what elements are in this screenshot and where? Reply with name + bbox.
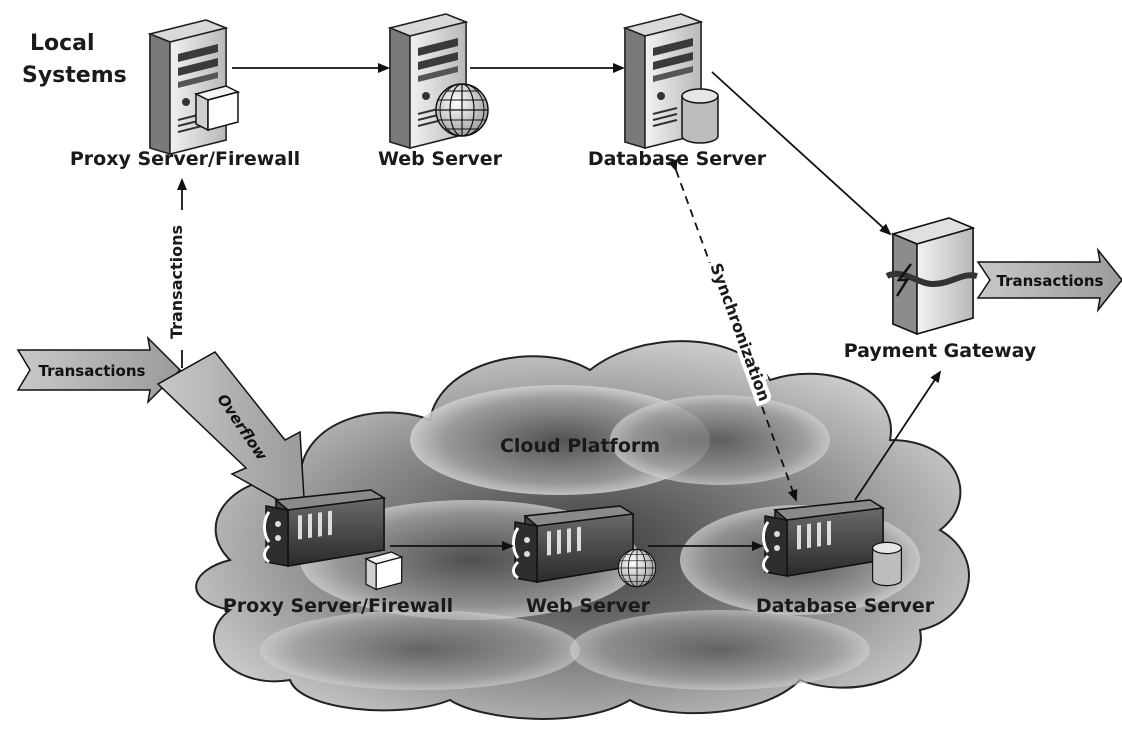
transactions-out-arrow: [976, 247, 1122, 313]
transactions-in-label: Transactions: [39, 362, 146, 380]
cloud-database-server-label: Database Server: [756, 595, 935, 617]
arrow-local-db-to-gateway: [711, 71, 892, 236]
local-web-server-label: Web Server: [378, 148, 503, 170]
local-proxy-server-icon: [149, 19, 239, 155]
overflow-arrow: [156, 351, 306, 517]
arrow-synchronization: [667, 158, 798, 502]
local-proxy-server-label: Proxy Server/Firewall: [70, 148, 300, 170]
local-web-server-icon: [389, 13, 489, 149]
cloud-platform-label: Cloud Platform: [500, 435, 660, 457]
arrow-cloud-db-to-gateway: [854, 370, 942, 501]
local-systems-label-line1: Local: [30, 31, 95, 56]
local-database-server-icon: [624, 13, 719, 149]
local-systems-label-line2: Systems: [22, 63, 127, 88]
transactions-out-label: Transactions: [997, 272, 1104, 290]
transactions-in-arrow: [16, 335, 182, 405]
transactions-up-label: Transactions: [167, 225, 186, 339]
local-database-server-label: Database Server: [588, 148, 767, 170]
payment-gateway-icon: [885, 217, 978, 336]
cloud-web-server-label: Web Server: [526, 595, 651, 617]
cloud-proxy-server-label: Proxy Server/Firewall: [223, 595, 453, 617]
payment-gateway-label: Payment Gateway: [844, 340, 1037, 362]
